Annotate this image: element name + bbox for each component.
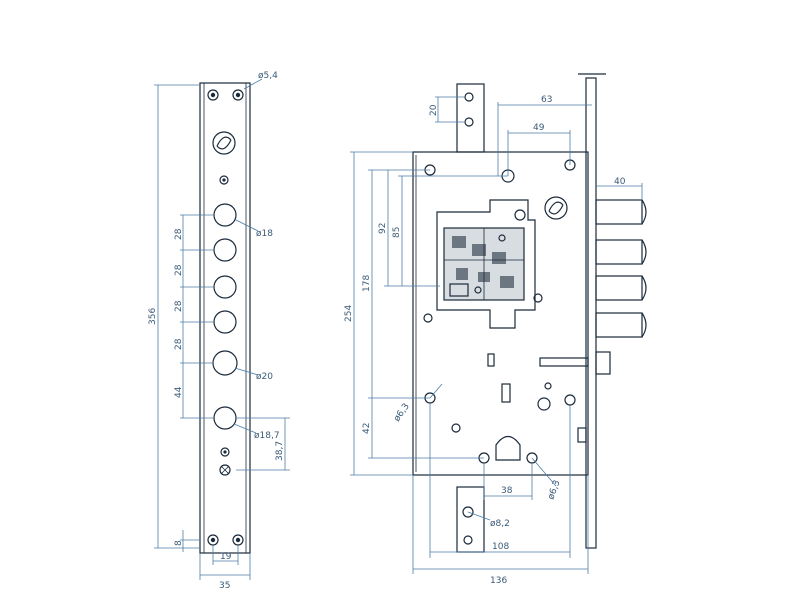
faceplate-drawing: 356 28 28 28 28 44 8 35 19 38,7 ø5,4 ø18… (148, 71, 290, 591)
case-logo-icon (544, 196, 568, 220)
dim-lockbody-backset: 136 (490, 576, 507, 586)
dim-lockbody-strike-hole: ø8,2 (490, 519, 510, 529)
dim-faceplate-pitch-5: 44 (174, 386, 184, 398)
faceplate-small-screw (219, 175, 229, 185)
dim-lockbody-top-inner: 49 (533, 123, 545, 133)
deadbolts (595, 199, 647, 338)
dim-faceplate-height: 356 (148, 308, 158, 325)
lockbody-drawing: 63 49 20 40 254 178 92 85 42 ø6,3 38 ø6,… (344, 73, 647, 586)
dim-lockbody-top-width: 63 (541, 95, 552, 105)
dim-lockbody-case-height: 254 (344, 305, 354, 322)
latch-bolt (595, 351, 611, 375)
dim-faceplate-bottom-screw: 19 (220, 552, 232, 562)
cylinder-cutout (495, 435, 521, 461)
dim-faceplate-bottom-offset: 8 (174, 540, 184, 546)
dim-faceplate-center-diameter: ø20 (256, 372, 273, 382)
dim-faceplate-width: 35 (219, 581, 230, 591)
bottom-strike-plate (456, 486, 485, 553)
dim-lockbody-cylinder-hole: ø6,3 (546, 479, 562, 501)
dim-lockbody-to-follower: 178 (362, 275, 372, 292)
dim-lockbody-upper-92: 92 (378, 223, 388, 234)
brand-logo-icon (212, 131, 236, 155)
dim-faceplate-bolt-diameter: ø18 (256, 229, 273, 239)
faceplate-top-screw-right (232, 89, 244, 101)
dim-lockbody-mount-hole: ø6,3 (392, 402, 412, 424)
dim-faceplate-screw-diameter: ø5,4 (258, 71, 278, 81)
dim-lockbody-lower-42: 42 (362, 423, 372, 434)
faceplate-top-screw-left (207, 89, 219, 101)
dim-faceplate-spindle: 38,7 (275, 441, 285, 461)
gear-mechanism (436, 199, 543, 329)
dim-lockbody-bolt-projection: 40 (614, 177, 626, 187)
dim-faceplate-lower-diameter: ø18,7 (254, 431, 280, 441)
lock-case (412, 151, 589, 476)
dim-lockbody-upper-85: 85 (392, 227, 402, 238)
dim-lockbody-spacing: 108 (492, 542, 509, 552)
dim-faceplate-pitch-3: 28 (174, 300, 184, 312)
dim-lockbody-cylinder-width: 38 (501, 486, 513, 496)
faceplate-outline (199, 82, 251, 554)
faceplate-bolt-holes (212, 203, 238, 430)
dim-faceplate-pitch-4: 28 (174, 338, 184, 350)
dim-faceplate-pitch-2: 28 (174, 264, 184, 276)
dim-faceplate-pitch-1: 28 (174, 228, 184, 240)
dim-lockbody-top-hole: 20 (429, 104, 439, 116)
